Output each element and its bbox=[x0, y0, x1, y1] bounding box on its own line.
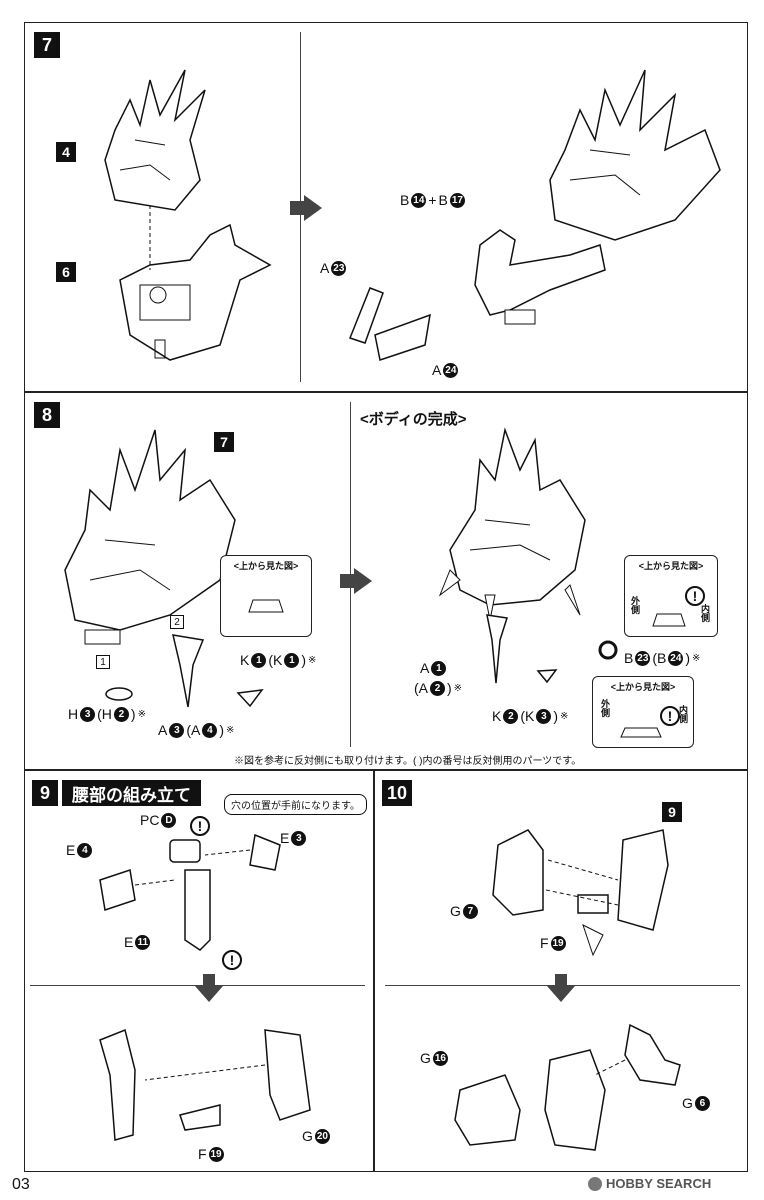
step-9-callout: 穴の位置が手前になります。 bbox=[224, 794, 367, 815]
step-arrow-bar bbox=[203, 974, 215, 986]
torso-frame-illustration bbox=[119, 223, 272, 361]
top-view-callout-1: <上から見た図> 外側 内側 bbox=[624, 555, 718, 637]
caution-icon: ! bbox=[222, 950, 242, 970]
part-tag-7: 7 bbox=[214, 432, 234, 452]
step-arrow-bar bbox=[555, 974, 567, 986]
part-tag-9: 9 bbox=[662, 802, 682, 822]
waist-assembly-illustration bbox=[99, 1028, 311, 1141]
watermark-logo-icon bbox=[588, 1176, 602, 1191]
page-number: 03 bbox=[12, 1176, 30, 1193]
step-marker-1: 1 bbox=[96, 655, 110, 669]
top-view-part-icon bbox=[248, 599, 284, 613]
part-tag-4: 4 bbox=[56, 142, 76, 162]
shield-piece-a24 bbox=[374, 313, 431, 361]
upper-body-illustration bbox=[64, 429, 236, 645]
step-9-number: 9 bbox=[32, 780, 58, 806]
step-8-number: 8 bbox=[34, 402, 60, 428]
step-arrow-bar bbox=[290, 201, 304, 215]
assembled-head-illustration bbox=[549, 69, 721, 241]
spike-part-a1 bbox=[486, 614, 508, 684]
arm-frame-illustration bbox=[474, 229, 606, 325]
head-armor-illustration bbox=[104, 69, 206, 211]
spike-part-a3 bbox=[172, 634, 205, 708]
step-arrow-down bbox=[547, 986, 575, 1002]
step-arrow-right bbox=[354, 568, 372, 594]
top-view-part-icon bbox=[652, 613, 686, 627]
step-8-panel bbox=[24, 392, 748, 770]
top-view-part-icon bbox=[620, 727, 662, 738]
step-10-number: 10 bbox=[382, 780, 412, 806]
ring-part-h3 bbox=[105, 687, 133, 701]
step-arrow-right bbox=[304, 195, 322, 221]
body-complete-title: <ボディの完成> bbox=[360, 411, 467, 428]
part-tag-6: 6 bbox=[56, 262, 76, 282]
step-7-panel bbox=[24, 22, 748, 392]
step-arrow-down bbox=[195, 986, 223, 1002]
step-arrow-bar bbox=[340, 574, 354, 588]
step-7-number: 7 bbox=[34, 32, 60, 58]
step-9-panel bbox=[24, 770, 374, 1172]
footnote: ※図を参考に反対側にも取り付けます。( )内の番号は反対側用のパーツです。 bbox=[234, 756, 582, 767]
step-9-divider bbox=[30, 985, 365, 986]
ring-part-b23 bbox=[598, 640, 618, 660]
hip-joint-illustration bbox=[492, 829, 669, 957]
step-9-title: 腰部の組み立て bbox=[62, 780, 201, 806]
cap-part-k1 bbox=[236, 689, 264, 708]
step-marker-2: 2 bbox=[170, 615, 184, 629]
caution-icon: ! bbox=[685, 586, 705, 606]
waist-joint-illustration bbox=[99, 833, 281, 951]
assembly-guide-line bbox=[149, 205, 151, 270]
completed-body-illustration bbox=[438, 427, 586, 621]
waist-completed-illustration bbox=[454, 1023, 681, 1151]
top-view-callout: <上から見た図> bbox=[220, 555, 312, 637]
watermark: HOBBY SEARCH bbox=[588, 1176, 711, 1191]
cap-part-k2 bbox=[536, 669, 558, 684]
step-10-panel bbox=[374, 770, 748, 1172]
shield-piece-a23 bbox=[349, 287, 384, 344]
caution-icon: ! bbox=[660, 706, 680, 726]
caution-icon: ! bbox=[190, 816, 210, 836]
